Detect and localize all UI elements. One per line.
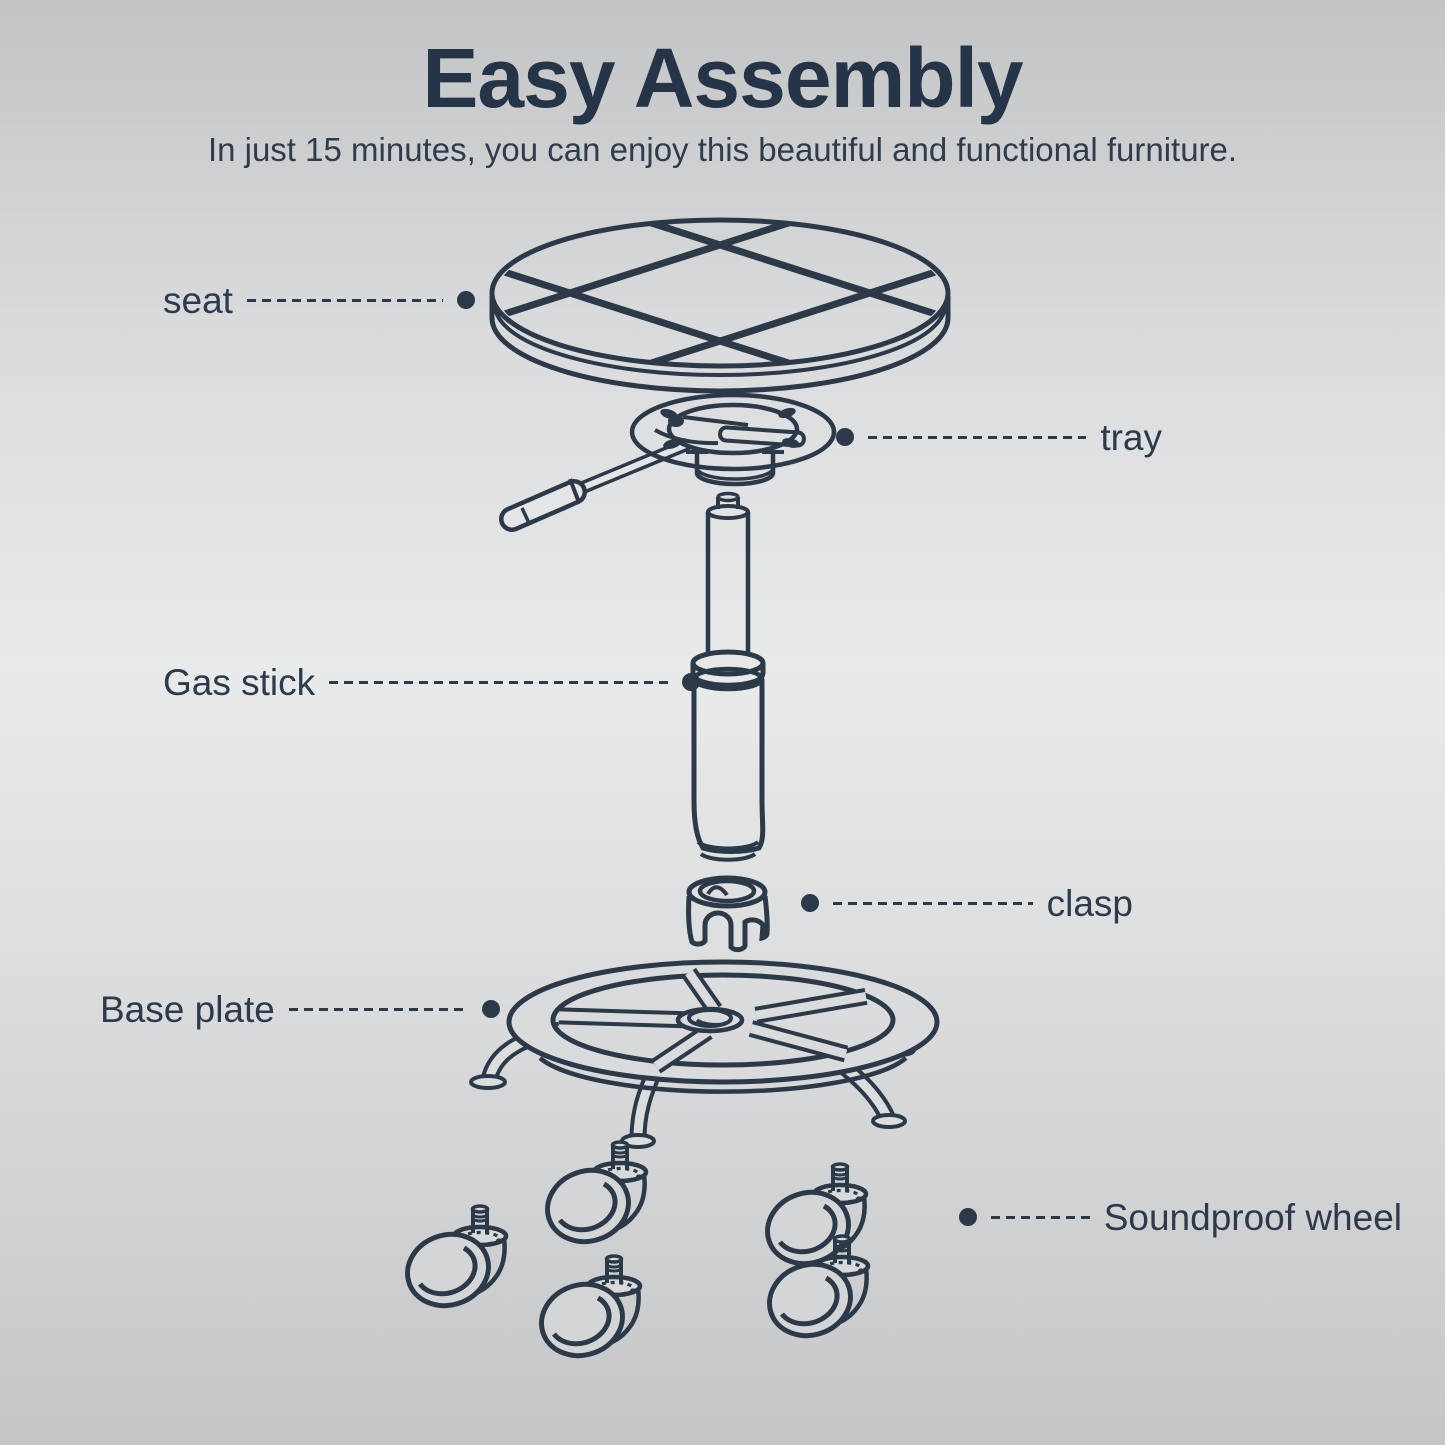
- clasp-label: clasp: [1046, 882, 1133, 924]
- tray-label-row: tray: [836, 413, 1162, 461]
- soundproof-wheel-label: Soundproof wheel: [1103, 1196, 1402, 1238]
- base-plate-leader-dot: [482, 1000, 500, 1018]
- wheel-drawing-3: [532, 1256, 640, 1366]
- clasp-label-row: clasp: [801, 879, 1133, 927]
- base-plate-drawing: [469, 959, 940, 1149]
- base-plate-label: Base plate: [100, 988, 275, 1030]
- gas-stick-leader-line: [329, 680, 668, 684]
- page-title: Easy Assembly: [422, 31, 1023, 125]
- tray-drawing: [499, 392, 837, 532]
- gas-stick-leader-dot: [682, 673, 700, 691]
- tray-label: tray: [1100, 416, 1162, 458]
- page-subtitle: In just 15 minutes, you can enjoy this b…: [207, 131, 1238, 168]
- seat-label-row: seat: [163, 276, 475, 324]
- soundproof-wheel-leader-line: [991, 1215, 1090, 1219]
- soundproof-wheel-leader-dot: [959, 1208, 977, 1226]
- seat-drawing: [489, 217, 951, 394]
- clasp-drawing: [686, 875, 770, 953]
- tray-lever: [499, 437, 691, 532]
- wheels-drawing: [398, 1142, 868, 1366]
- clasp-leader-line: [833, 901, 1033, 905]
- seat-leader-dot: [457, 291, 475, 309]
- base-plate-label-row: Base plate: [100, 985, 500, 1033]
- gas-stick-label: Gas stick: [163, 661, 316, 703]
- wheel-drawing-1: [398, 1206, 506, 1316]
- wheel-drawing-2: [538, 1142, 646, 1252]
- gas-stick-label-row: Gas stick: [163, 658, 700, 706]
- tray-leader-line: [868, 435, 1087, 439]
- gas-stick-drawing: [690, 491, 766, 862]
- clasp-leader-dot: [801, 894, 819, 912]
- soundproof-wheel-label-row: Soundproof wheel: [959, 1193, 1402, 1241]
- seat-leader-line: [246, 298, 443, 302]
- tray-leader-dot: [836, 428, 854, 446]
- base-plate-leader-line: [288, 1007, 468, 1011]
- seat-label: seat: [163, 279, 233, 321]
